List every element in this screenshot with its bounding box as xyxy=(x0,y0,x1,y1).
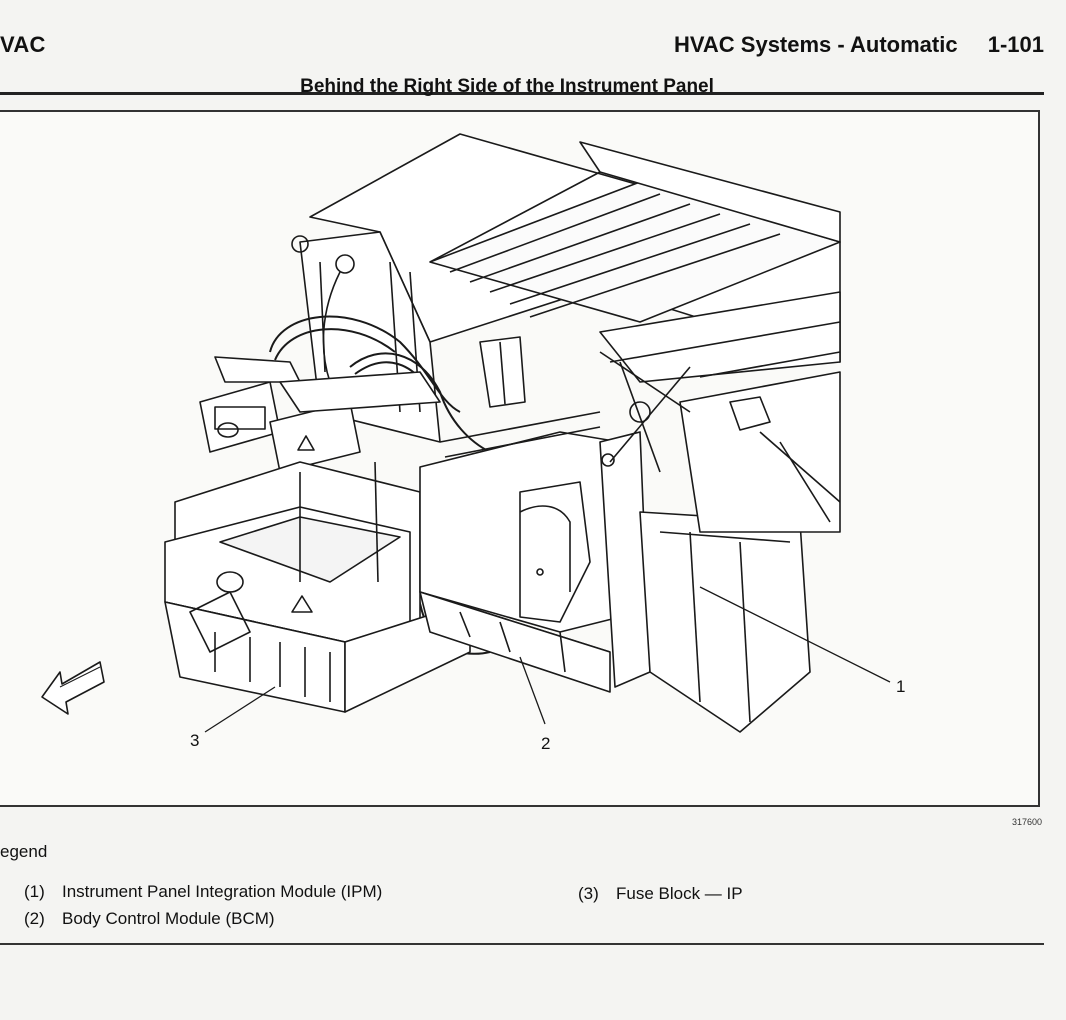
page-header: VAC HVAC Systems - Automatic 1-101 xyxy=(0,28,1044,95)
header-rule xyxy=(0,92,1044,95)
legend-item-1: (1) Instrument Panel Integration Module (… xyxy=(24,882,382,902)
figure-frame: 1 2 3 xyxy=(0,110,1040,807)
callout-leaders xyxy=(204,586,891,733)
bottom-rule xyxy=(0,943,1044,945)
section-title: HVAC Systems - Automatic xyxy=(673,32,958,57)
hvac-illustration: 1 2 3 xyxy=(41,133,905,753)
body-control-module xyxy=(419,431,621,693)
hvac-module-top xyxy=(309,133,841,383)
legend-title: egend xyxy=(0,842,48,861)
callout-1: 1 xyxy=(896,677,905,696)
legend-item-label: Fuse Block — IP xyxy=(616,884,743,903)
instrument-panel-integration-module xyxy=(599,351,841,733)
legend-item-number: (3) xyxy=(578,884,599,903)
figure-id: 317600 xyxy=(1011,817,1042,827)
callout-2: 2 xyxy=(541,734,550,753)
legend-item-label: Body Control Module (BCM) xyxy=(62,909,275,928)
harness-connectors xyxy=(199,356,441,473)
legend-item-3: (3) Fuse Block — IP xyxy=(578,884,743,904)
header-title-group: HVAC Systems - Automatic 1-101 xyxy=(674,32,1044,58)
hvac-details xyxy=(439,336,615,467)
callout-3: 3 xyxy=(190,731,199,750)
front-arrow-icon xyxy=(41,661,105,715)
figure-title: Behind the Right Side of the Instrument … xyxy=(300,76,714,97)
legend-item-2: (2) Body Control Module (BCM) xyxy=(24,909,275,929)
legend-item-number: (1) xyxy=(24,882,45,901)
section-label: VAC xyxy=(0,32,46,57)
page-number: 1-101 xyxy=(987,32,1044,57)
legend-item-label: Instrument Panel Integration Module (IPM… xyxy=(62,882,383,901)
legend-item-number: (2) xyxy=(24,909,45,928)
